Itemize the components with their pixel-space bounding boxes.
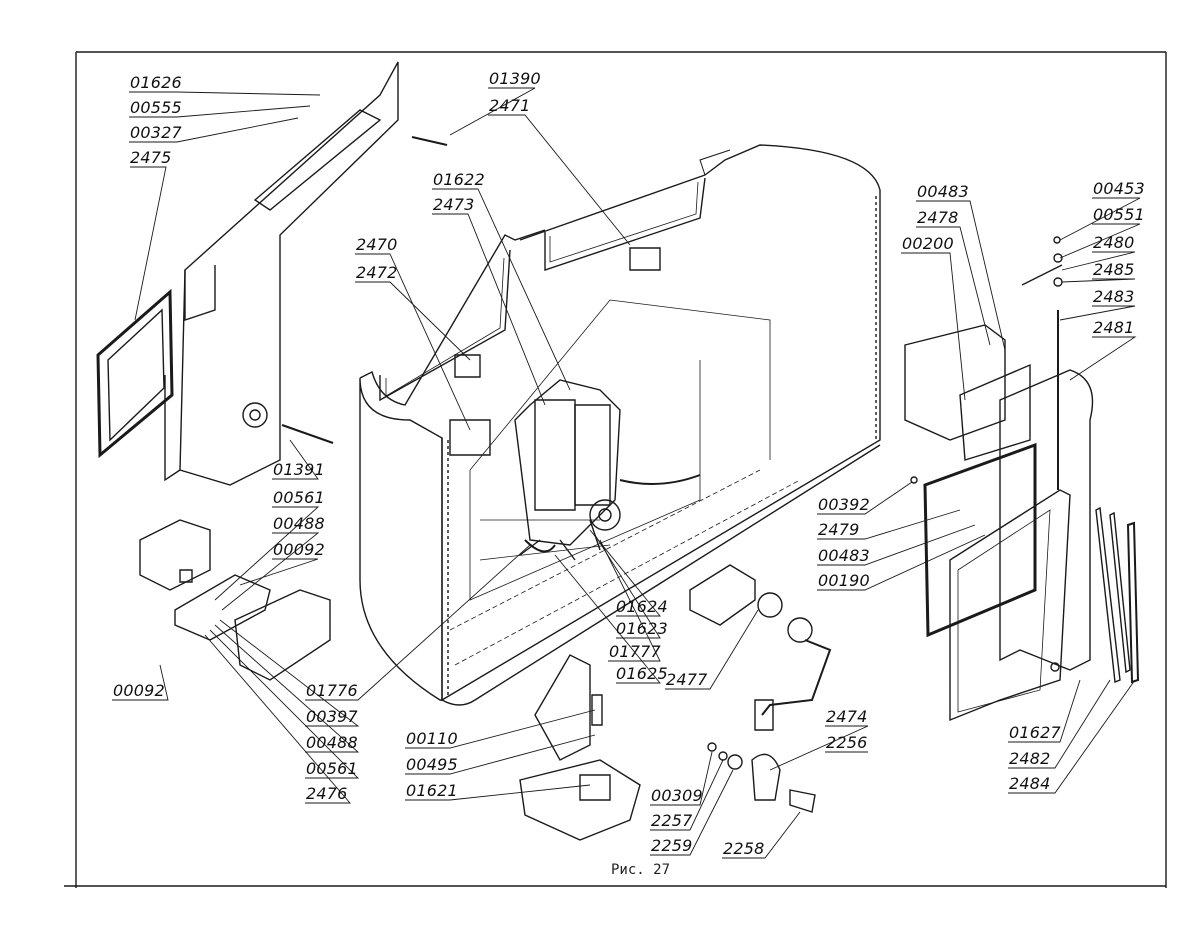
callout-00561-a: 00561 bbox=[273, 488, 325, 507]
callout-01621: 01621 bbox=[406, 781, 458, 800]
callout-2477: 2477 bbox=[666, 670, 708, 689]
valve-2477 bbox=[690, 565, 830, 730]
elbow-2474 bbox=[752, 754, 780, 800]
callout-01625: 01625 bbox=[616, 664, 668, 683]
callout-2481: 2481 bbox=[1093, 318, 1135, 337]
box-2478 bbox=[905, 325, 1030, 460]
callout-00483-b: 00483 bbox=[818, 546, 870, 565]
callout-2470: 2470 bbox=[356, 235, 398, 254]
callout-2475: 2475 bbox=[130, 148, 172, 167]
door-2481 bbox=[950, 310, 1093, 720]
callout-01390: 01390 bbox=[489, 69, 541, 88]
callout-01623: 01623 bbox=[616, 619, 668, 638]
callout-2471: 2471 bbox=[489, 96, 531, 115]
callout-2482: 2482 bbox=[1009, 749, 1051, 768]
mechanism-2473 bbox=[515, 380, 700, 560]
callout-2259: 2259 bbox=[651, 836, 693, 855]
callout-2256: 2256 bbox=[826, 733, 868, 752]
callout-00309: 00309 bbox=[651, 786, 703, 805]
callout-2484: 2484 bbox=[1009, 774, 1051, 793]
callout-00327: 00327 bbox=[130, 123, 182, 142]
callout-2480: 2480 bbox=[1093, 233, 1135, 252]
callout-01624: 01624 bbox=[616, 597, 668, 616]
callout-2473: 2473 bbox=[433, 195, 475, 214]
callout-2483: 2483 bbox=[1093, 287, 1135, 306]
callout-00551: 00551 bbox=[1093, 205, 1145, 224]
gasket-right bbox=[925, 445, 1035, 635]
callout-01626: 01626 bbox=[130, 73, 182, 92]
callout-2258: 2258 bbox=[723, 839, 765, 858]
base-01621 bbox=[520, 655, 640, 840]
washer-00453 bbox=[1054, 237, 1060, 243]
strips-2482-2484 bbox=[1096, 508, 1138, 682]
callout-00092-b: 00092 bbox=[113, 681, 165, 700]
callout-00190: 00190 bbox=[818, 571, 870, 590]
callout-2485: 2485 bbox=[1093, 260, 1135, 279]
shelf-2471 bbox=[545, 178, 705, 270]
callout-00397: 00397 bbox=[306, 707, 358, 726]
shelf-2472 bbox=[380, 250, 510, 400]
callout-00200: 00200 bbox=[902, 234, 954, 253]
washer-00551 bbox=[1054, 254, 1062, 262]
washer-2257 bbox=[719, 752, 727, 760]
callout-00555: 00555 bbox=[130, 98, 182, 117]
callout-01627: 01627 bbox=[1009, 723, 1061, 742]
callout-2474: 2474 bbox=[826, 707, 868, 726]
callout-2479: 2479 bbox=[818, 520, 860, 539]
callout-00561-b: 00561 bbox=[306, 759, 358, 778]
callout-01622: 01622 bbox=[433, 170, 485, 189]
bracket-2476 bbox=[140, 520, 330, 680]
washer-00392 bbox=[911, 477, 917, 483]
callout-01777: 01777 bbox=[609, 642, 661, 661]
callout-00453: 00453 bbox=[1093, 179, 1145, 198]
filter-2470 bbox=[450, 420, 490, 455]
washer-00309 bbox=[708, 743, 716, 751]
callout-2257: 2257 bbox=[651, 811, 693, 830]
callout-2476: 2476 bbox=[306, 784, 348, 803]
callout-2478: 2478 bbox=[917, 208, 959, 227]
washer-2259 bbox=[728, 755, 742, 769]
callout-00110: 00110 bbox=[406, 729, 458, 748]
callout-00392: 00392 bbox=[818, 495, 870, 514]
washer-01627 bbox=[1051, 663, 1059, 671]
screw-01391 bbox=[282, 425, 333, 443]
side-panel-2475 bbox=[165, 62, 398, 485]
leader-lines bbox=[112, 88, 1140, 858]
callout-01776: 01776 bbox=[306, 681, 358, 700]
callout-00488-b: 00488 bbox=[306, 733, 358, 752]
callout-01391: 01391 bbox=[273, 460, 325, 479]
lever-2480 bbox=[1022, 265, 1062, 285]
bolt-2258 bbox=[790, 790, 815, 812]
callout-00495: 00495 bbox=[406, 755, 458, 774]
washer-2485 bbox=[1054, 278, 1062, 286]
figure-caption: Рис. 27 bbox=[611, 862, 671, 878]
callout-00092-a: 00092 bbox=[273, 540, 325, 559]
main-housing bbox=[360, 145, 880, 705]
callout-2472: 2472 bbox=[356, 263, 398, 282]
screw-01390 bbox=[412, 137, 447, 145]
gasket-left bbox=[98, 292, 172, 455]
callout-00483-a: 00483 bbox=[917, 182, 969, 201]
callout-00488-a: 00488 bbox=[273, 514, 325, 533]
